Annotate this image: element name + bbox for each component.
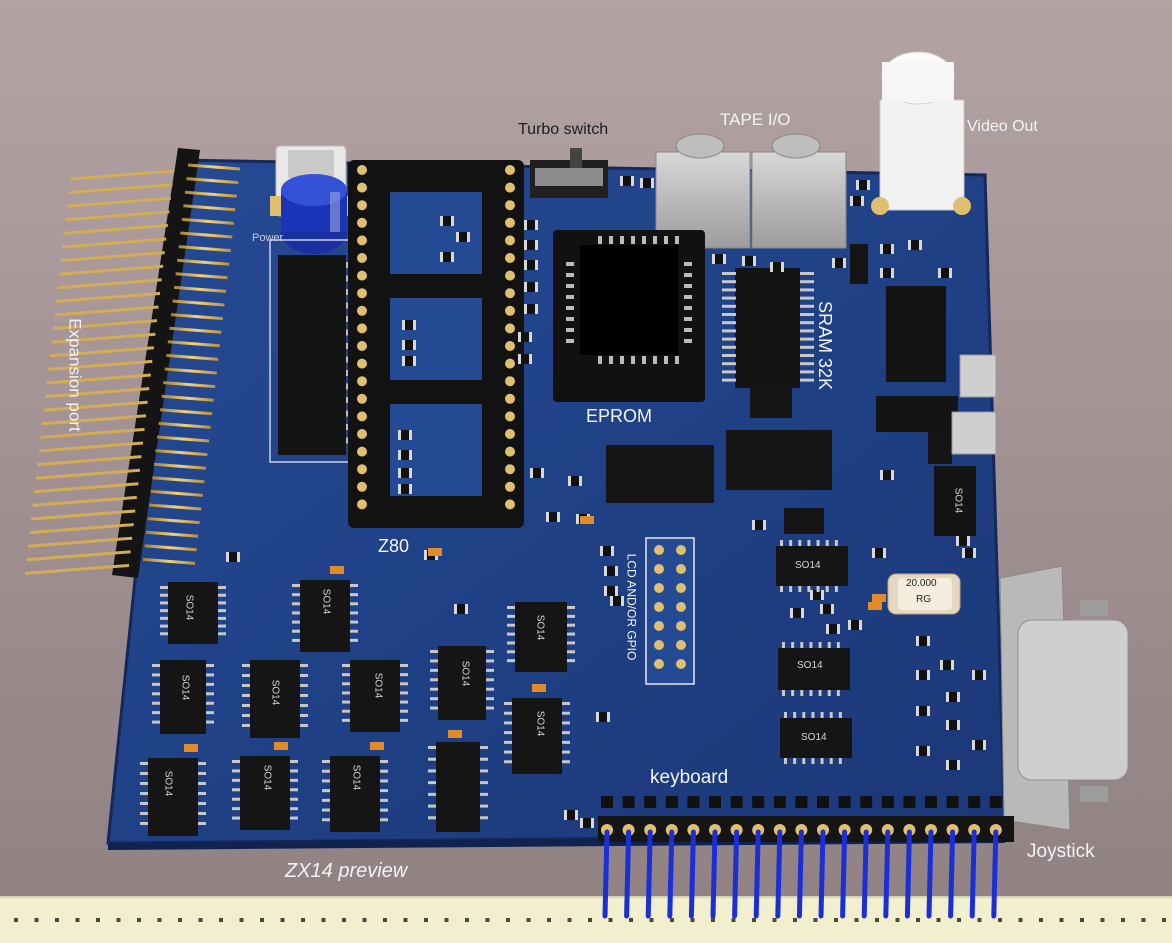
tape-io-label: TAPE I/O	[720, 110, 791, 129]
so14-marking: SO14	[801, 732, 827, 743]
so14-marking: SO14	[261, 764, 273, 791]
breadboard-holes	[14, 918, 1166, 922]
eprom-label: EPROM	[586, 406, 653, 426]
joystick-label: Joystick	[1027, 841, 1095, 862]
so14-marking: SO14	[183, 594, 195, 621]
power-label: Power	[252, 232, 284, 244]
so14-marking: SO14	[162, 770, 174, 797]
so14-chips	[140, 540, 852, 836]
so14-marking: SO14	[459, 660, 471, 687]
so14-marking: SO14	[350, 764, 362, 791]
keyboard-header	[598, 796, 1014, 919]
smd-components	[184, 176, 986, 828]
so14-marking: SO14	[795, 560, 821, 571]
crystal-oscillator	[887, 573, 961, 615]
so14-marking: SO14	[952, 487, 964, 514]
expansion-port-label: Expansion port	[65, 318, 85, 432]
crystal-marking-2: RG	[916, 594, 931, 605]
jumper-headers	[750, 244, 952, 534]
keyboard-label: keyboard	[650, 767, 729, 788]
right-chips	[876, 286, 997, 536]
so14-marking: SO14	[179, 674, 191, 701]
tape-io-jacks	[655, 133, 847, 249]
expansion-pins	[24, 163, 241, 575]
lcd-gpio-label: LCD AND/OR GPIO	[624, 553, 639, 661]
so14-marking: SO14	[797, 660, 823, 671]
soic-chips-middle	[606, 430, 832, 503]
z80-socket	[348, 160, 524, 528]
so14-marking: SO14	[372, 672, 384, 699]
turbo-switch	[530, 148, 608, 198]
so14-marking: SO14	[320, 588, 332, 615]
electrolytic-capacitor	[281, 174, 347, 254]
sram-label: SRAM 32K	[815, 300, 836, 391]
breadboard	[0, 896, 1172, 943]
gpio-header	[645, 537, 695, 685]
z80-label: Z80	[378, 536, 410, 556]
video-out-label: Video Out	[967, 118, 1038, 135]
eprom-socket	[553, 230, 705, 402]
crystal-marking-1: 20.000	[906, 578, 937, 589]
keyboard-ribbon-wires	[602, 829, 999, 919]
so14-marking: SO14	[534, 614, 546, 641]
so14-marking: SO14	[269, 679, 281, 706]
expansion-port-header	[24, 148, 241, 578]
dip-chip-left	[269, 239, 371, 463]
db9-joystick-connector	[966, 565, 1129, 831]
video-out-rca	[871, 51, 971, 215]
sram-chip	[722, 268, 814, 388]
so14-marking: SO14	[534, 710, 546, 737]
turbo-switch-label: Turbo switch	[518, 121, 609, 138]
preview-caption: ZX14 preview	[285, 860, 408, 882]
